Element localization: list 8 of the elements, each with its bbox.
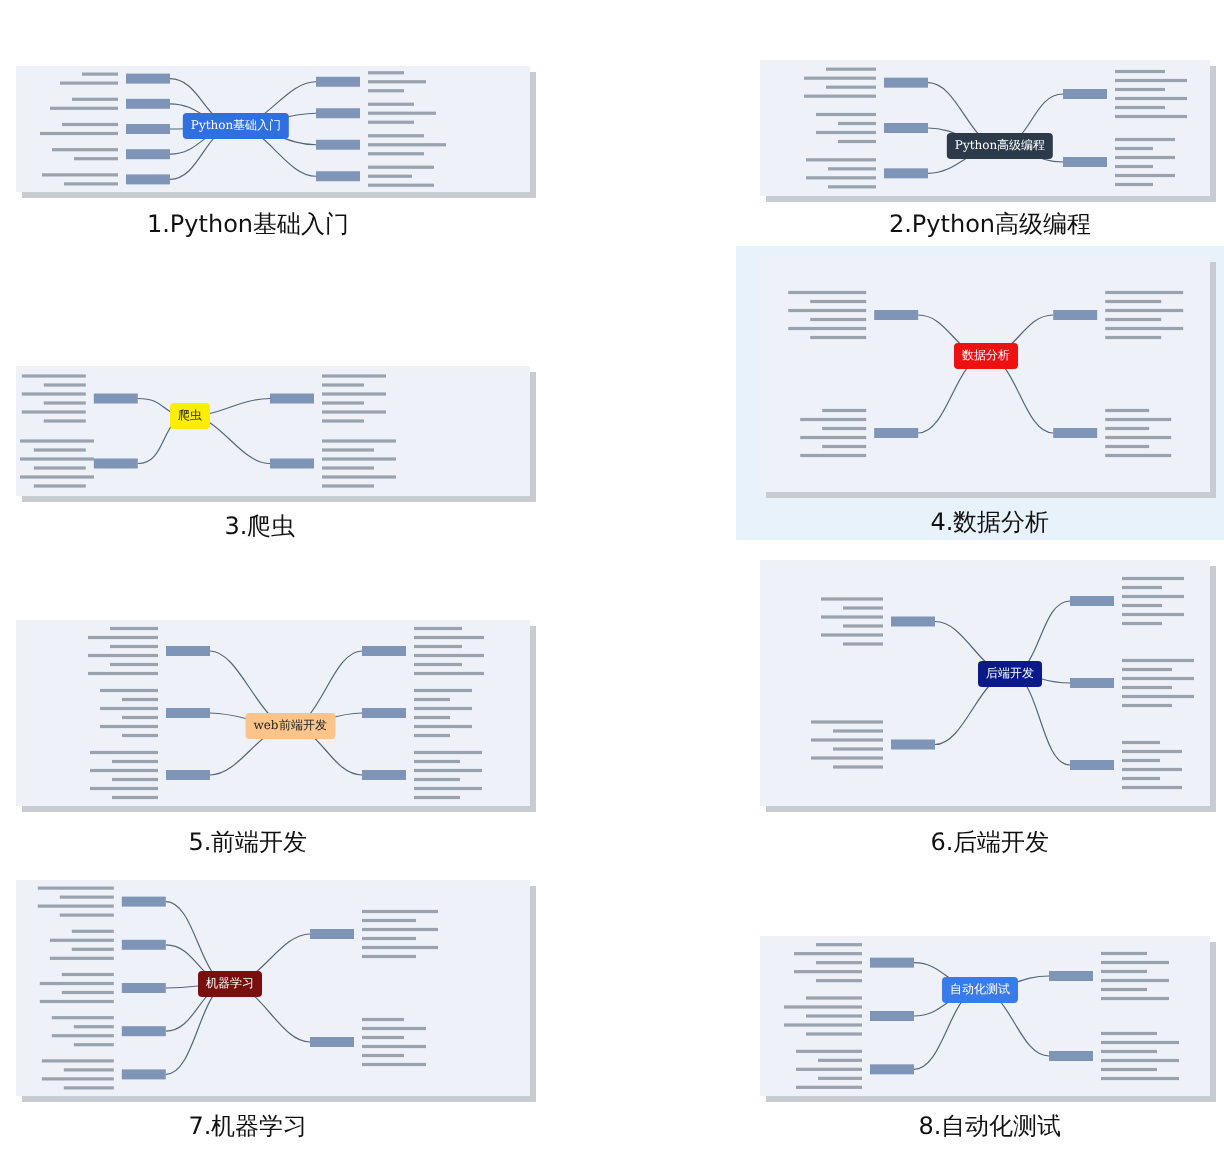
caption: 8.自动化测试 — [918, 1110, 1062, 1144]
caption: 5.前端开发 — [188, 826, 308, 860]
caption: 1.Python基础入门 — [146, 208, 350, 242]
caption: 6.后端开发 — [930, 826, 1050, 860]
caption: 2.Python高级编程 — [888, 208, 1092, 242]
caption: 3.爬虫 — [224, 510, 296, 544]
caption: 7.机器学习 — [188, 1110, 308, 1144]
caption: 4.数据分析 — [930, 506, 1050, 540]
